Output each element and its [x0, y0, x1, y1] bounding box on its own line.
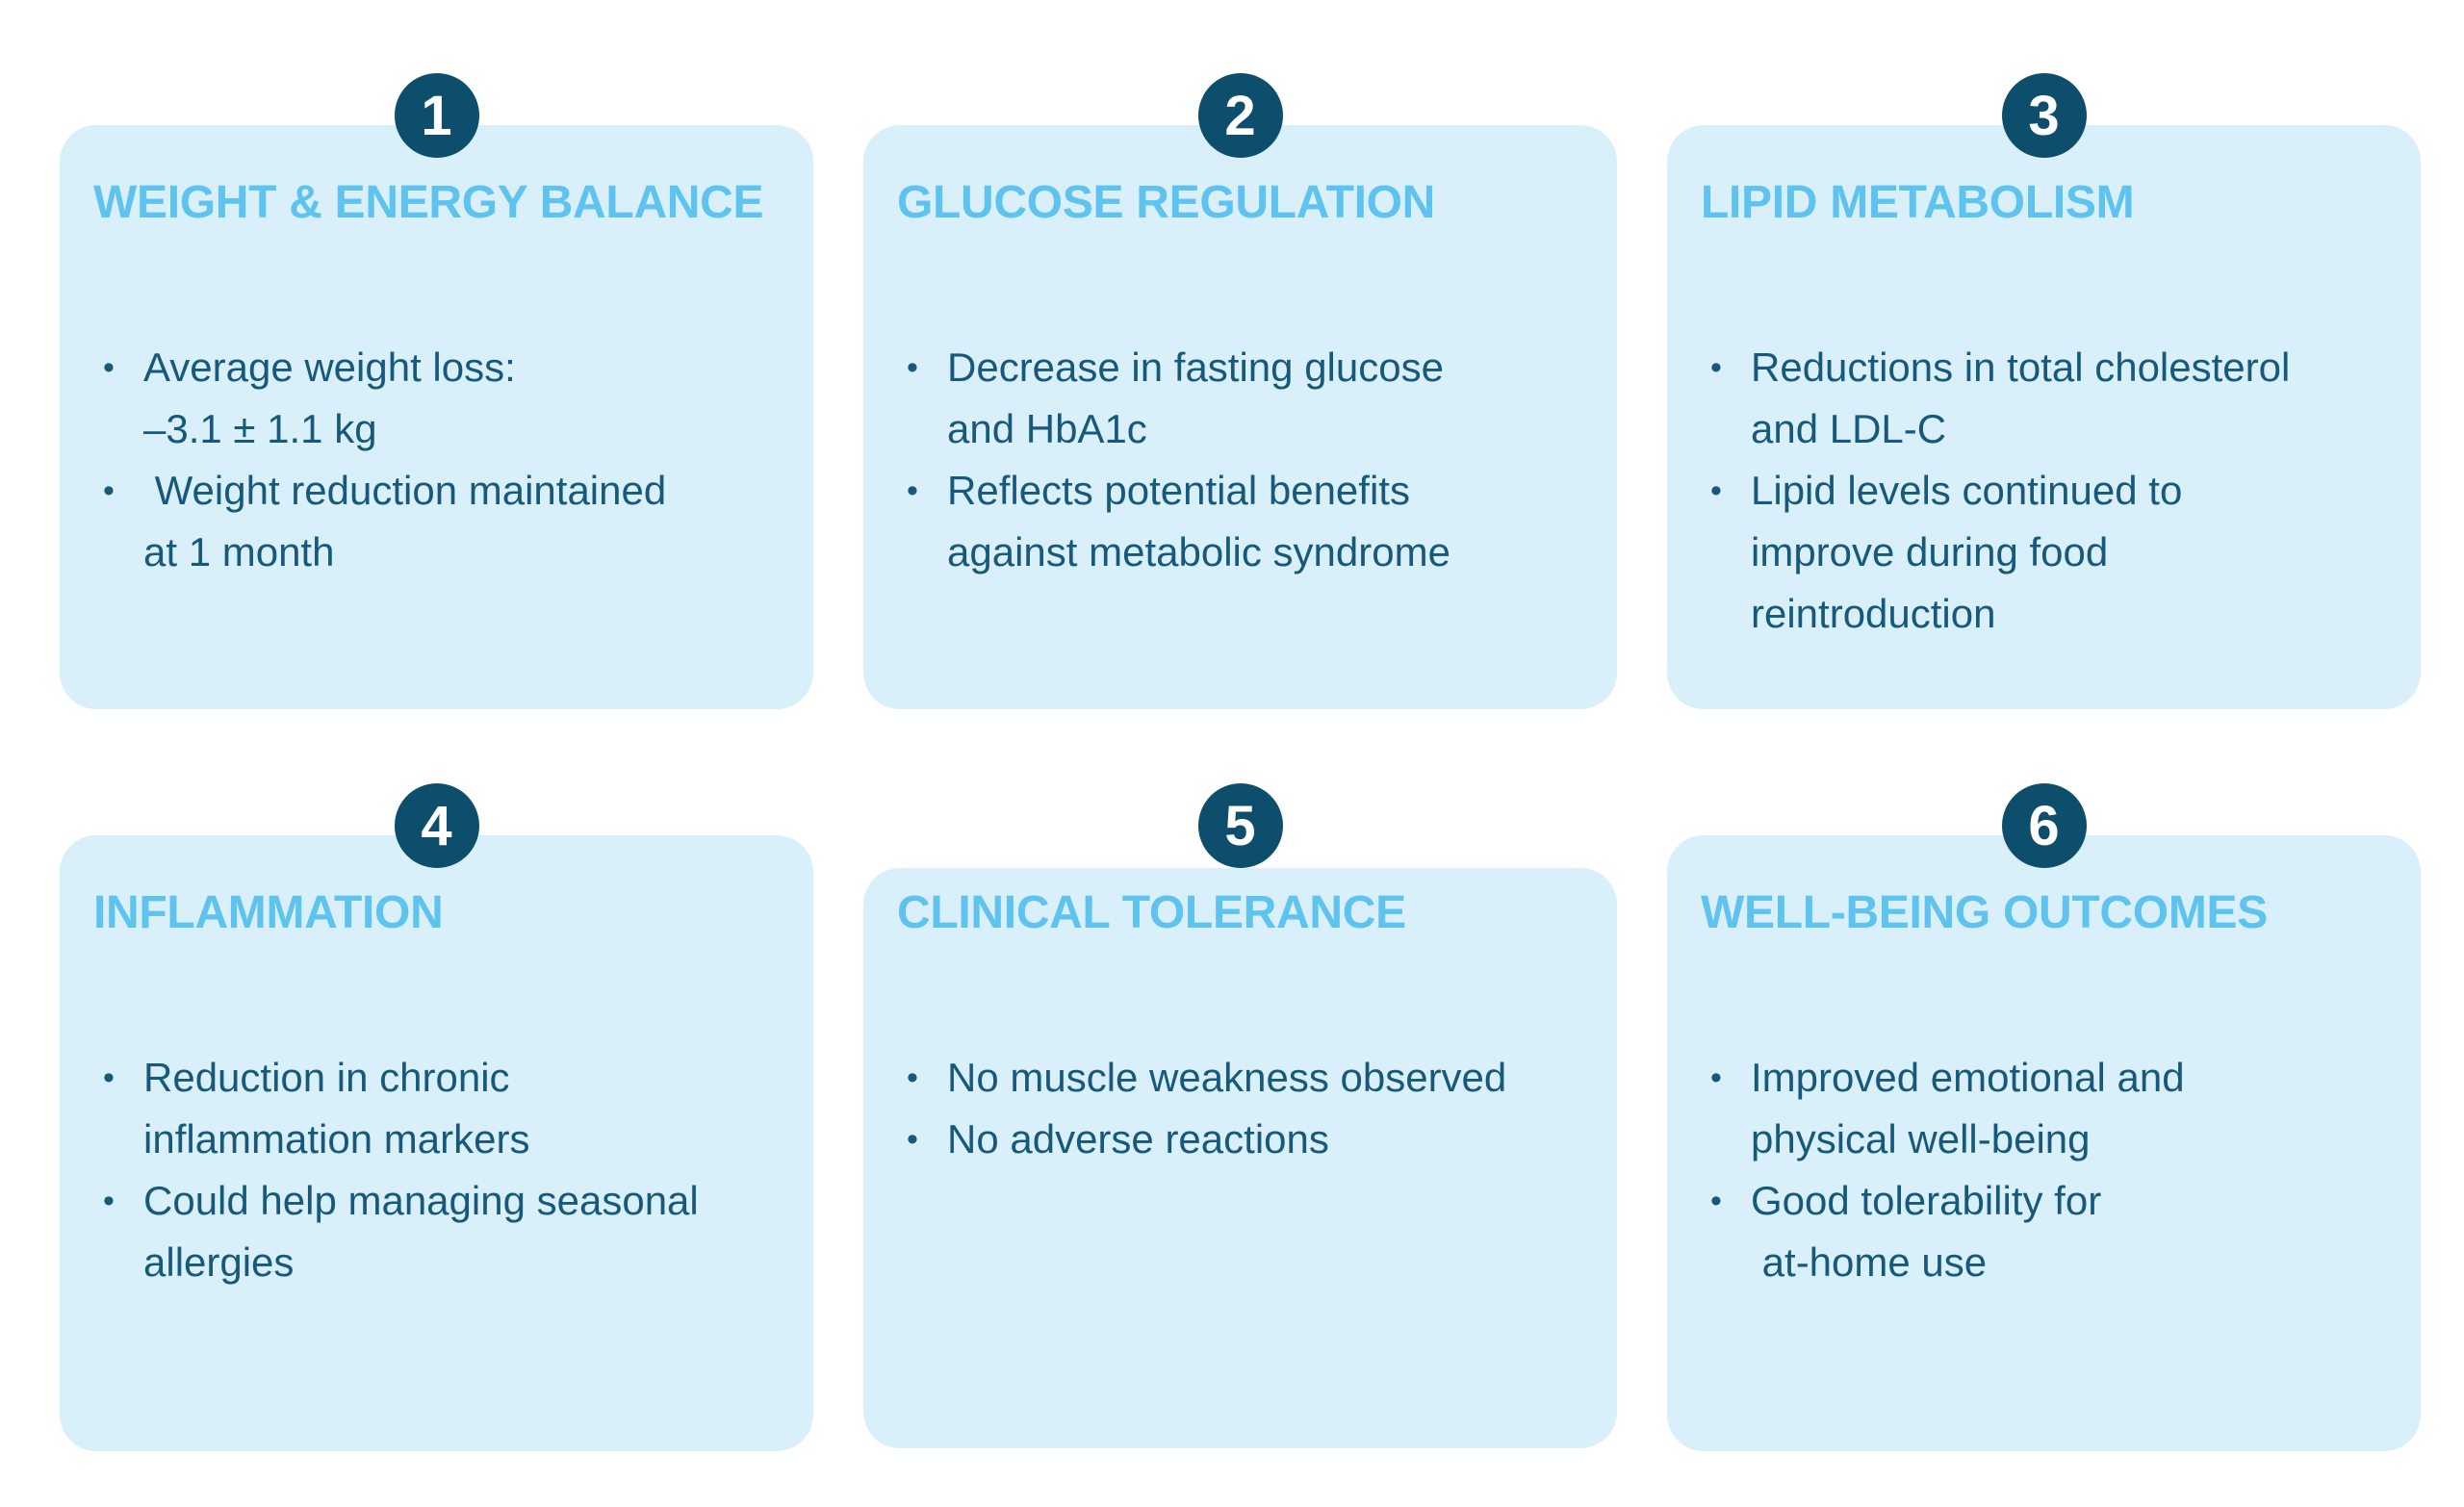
- step-number-badge: 5: [1197, 783, 1283, 868]
- card-row-1: 1 WEIGHT & ENERGY BALANCE Average weight…: [60, 73, 2421, 709]
- step-number: 1: [421, 84, 452, 147]
- card-title: LIPID METABOLISM: [1701, 177, 2135, 228]
- benefit-card: 4 INFLAMMATION Reduction in chronic infl…: [60, 783, 813, 1451]
- bullet-item: Lipid levels continued to improve during…: [1701, 460, 2397, 645]
- bullet-item: Good tolerability for at-home use: [1701, 1170, 2397, 1293]
- card-title: WEIGHT & ENERGY BALANCE: [93, 177, 764, 228]
- bullet-list: Improved emotional and physical well-bei…: [1701, 1047, 2397, 1293]
- bullet-list: Reductions in total cholesterol and LDL-…: [1701, 337, 2397, 645]
- step-number-badge: 3: [2001, 73, 2087, 158]
- step-number: 5: [1224, 794, 1256, 857]
- step-number: 4: [421, 794, 452, 857]
- benefit-card: 6 WELL-BEING OUTCOMES Improved emotional…: [1667, 783, 2421, 1451]
- bullet-item: No muscle weakness observed: [897, 1047, 1593, 1109]
- bullet-item: Decrease in fasting glucose and HbA1c: [897, 337, 1593, 460]
- step-number-badge: 4: [394, 783, 479, 868]
- step-number: 2: [1224, 84, 1256, 147]
- step-number-badge: 6: [2001, 783, 2087, 868]
- bullet-item: Reduction in chronic inflammation marker…: [93, 1047, 789, 1170]
- benefit-card: 3 LIPID METABOLISM Reductions in total c…: [1667, 73, 2421, 709]
- card-row-2: 4 INFLAMMATION Reduction in chronic infl…: [60, 783, 2421, 1451]
- bullet-item: Reductions in total cholesterol and LDL-…: [1701, 337, 2397, 460]
- step-number: 3: [2028, 84, 2060, 147]
- bullet-list: Reduction in chronic inflammation marker…: [93, 1047, 789, 1293]
- bullet-item: Reflects potential benefits against meta…: [897, 460, 1593, 583]
- benefit-card: 2 GLUCOSE REGULATION Decrease in fasting…: [863, 73, 1617, 709]
- card-title: INFLAMMATION: [93, 887, 444, 938]
- card-title: GLUCOSE REGULATION: [897, 177, 1436, 228]
- bullet-item: No adverse reactions: [897, 1109, 1593, 1170]
- step-number: 6: [2028, 794, 2060, 857]
- bullet-list: Average weight loss: –3.1 ± 1.1 kg Weigh…: [93, 337, 789, 583]
- benefit-card: 5 CLINICAL TOLERANCE No muscle weakness …: [863, 783, 1617, 1448]
- bullet-item: Improved emotional and physical well-bei…: [1701, 1047, 2397, 1170]
- bullet-list: Decrease in fasting glucose and HbA1cRef…: [897, 337, 1593, 583]
- card-title: CLINICAL TOLERANCE: [897, 887, 1406, 938]
- step-number-badge: 1: [394, 73, 479, 158]
- bullet-item: Weight reduction maintained at 1 month: [93, 460, 789, 583]
- bullet-item: Average weight loss: –3.1 ± 1.1 kg: [93, 337, 789, 460]
- benefit-card: 1 WEIGHT & ENERGY BALANCE Average weight…: [60, 73, 813, 709]
- bullet-item: Could help managing seasonal allergies: [93, 1170, 789, 1293]
- bullet-list: No muscle weakness observedNo adverse re…: [897, 1047, 1593, 1170]
- card-title: WELL-BEING OUTCOMES: [1701, 887, 2268, 938]
- step-number-badge: 2: [1197, 73, 1283, 158]
